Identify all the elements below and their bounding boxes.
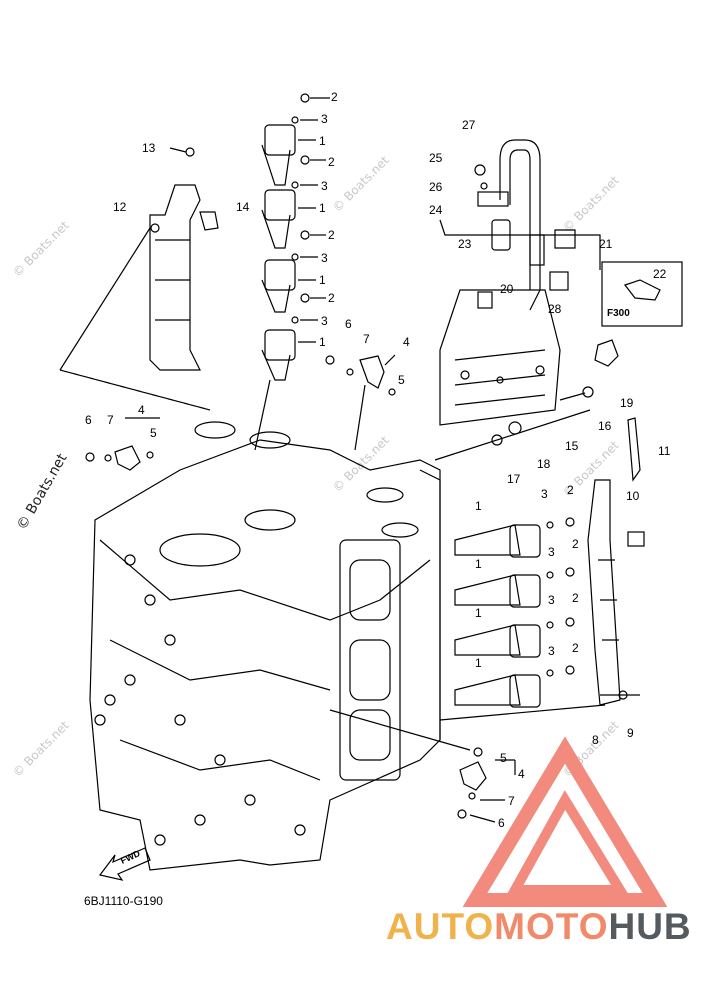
variant-box [601,261,683,327]
callout: 20 [500,282,514,296]
callout: 1 [319,335,326,349]
callout: 28 [548,302,562,316]
callout: 2 [572,641,579,655]
callout: 5 [398,373,405,387]
brand-part-auto: AUTO [386,906,495,947]
callout: 19 [620,396,634,410]
callout: 11 [658,444,671,458]
brand-part-hub: HUB [608,906,692,947]
brand-part-moto: MOTO [494,906,609,947]
sensor-bottom [459,761,487,791]
callout: 5 [150,426,157,440]
callout: 2 [328,291,335,305]
callout: 1 [475,606,482,620]
callout: 6 [85,413,92,427]
fwd-arrow [98,847,151,881]
callout: 2 [572,591,579,605]
callout: 4 [403,335,410,349]
callout: 22 [653,267,667,281]
diagram-code: 6BJ1110-G190 [84,894,163,908]
callout: 21 [599,237,613,251]
callout: 24 [429,203,443,217]
callout: 12 [113,200,127,214]
callout: 1 [475,557,482,571]
callout: 1 [319,273,326,287]
callout: 26 [429,180,443,194]
coil-cover-left [149,184,201,371]
callout: 4 [518,767,525,781]
bracket [439,289,561,426]
callout: 1 [319,134,326,148]
callout: 7 [107,413,114,427]
callout: 18 [537,457,551,471]
callout: 9 [627,726,634,740]
callout: 3 [321,251,328,265]
callout: 17 [507,472,521,486]
vent-hose [499,139,541,311]
callout: 1 [475,656,482,670]
callout: 25 [429,151,443,165]
callout: 3 [548,644,555,658]
callout: 3 [321,112,328,126]
callout: 3 [321,179,328,193]
callout: 2 [567,483,574,497]
callout: 3 [321,314,328,328]
callout: 6 [345,317,352,331]
callout: 3 [541,487,548,501]
callout: 2 [331,90,338,104]
variant-box-label: F300 [607,308,630,319]
callout: 1 [475,499,482,513]
callout: 27 [462,118,476,132]
engine-block [89,439,441,871]
callout: 23 [458,237,472,251]
ignition-coil-group-right [454,524,541,708]
brand-logo-triangle [462,736,668,907]
callout: 8 [592,733,599,747]
sensor-upper [359,355,385,389]
callout: 14 [236,200,250,214]
callout: 1 [319,201,326,215]
callout: 16 [598,419,612,433]
callout: 15 [565,439,579,453]
callout: 3 [548,593,555,607]
callout: 7 [363,332,370,346]
coil-cover-right [587,479,621,706]
callout: 4 [138,403,145,417]
callout: 2 [572,537,579,551]
sensor-left [114,445,141,471]
callout: 2 [328,228,335,242]
callout: 6 [498,816,505,830]
callout: 13 [142,141,156,155]
brand-wordmark: AUTOMOTOHUB [386,906,692,948]
callout: 10 [626,489,640,503]
callout: 7 [508,794,515,808]
callout: 3 [548,545,555,559]
ignition-coil-group-top [261,124,296,381]
callout: 2 [328,155,335,169]
callout: 5 [500,751,507,765]
